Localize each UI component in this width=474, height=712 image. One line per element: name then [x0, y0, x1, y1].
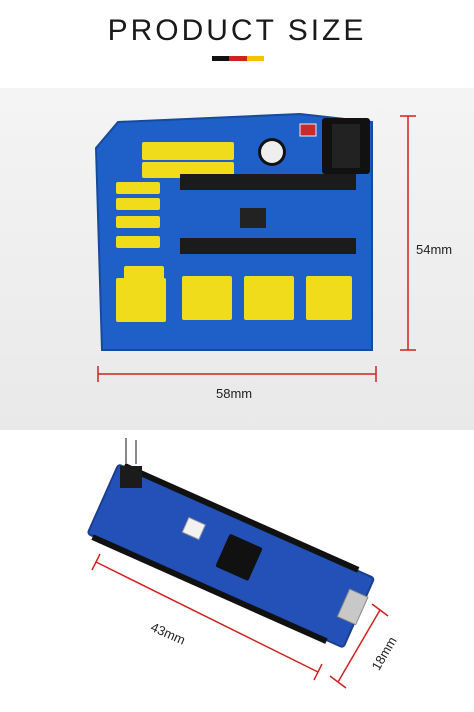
bottom-headers: [116, 276, 352, 322]
shield-panel: 54mm 58mm: [0, 88, 474, 430]
shield-illustration: [94, 112, 416, 382]
icsp-pins: [120, 438, 142, 488]
shield-height-label: 54mm: [416, 242, 453, 257]
nano-panel: 43mm 18mm: [0, 430, 474, 712]
nano-illustration: [87, 438, 389, 689]
width-dimension-nano: [329, 603, 389, 689]
voltage-regulator: [240, 208, 266, 228]
flag-stripe-red: [229, 56, 247, 61]
left-headers: [116, 182, 164, 280]
usb-port: [336, 588, 369, 626]
page-title: PRODUCT SIZE: [107, 14, 367, 47]
length-dimension: [91, 553, 323, 681]
top-headers: [142, 142, 234, 178]
lower-socket: [180, 238, 356, 254]
height-dimension: [400, 115, 416, 351]
pin-row-bottom: [91, 534, 328, 644]
pin-row-top: [123, 463, 360, 573]
flag-stripe-yellow: [246, 56, 264, 61]
upper-socket: [180, 174, 356, 190]
width-dimension: [97, 366, 377, 382]
page-header: PRODUCT SIZE: [0, 0, 474, 88]
flag-underline: [212, 56, 264, 61]
reset-button: [299, 123, 317, 137]
flag-stripe-black: [212, 56, 230, 61]
nano-reset-button: [181, 516, 206, 541]
mcu-chip: [215, 534, 263, 581]
shield-width-label: 58mm: [216, 386, 253, 401]
